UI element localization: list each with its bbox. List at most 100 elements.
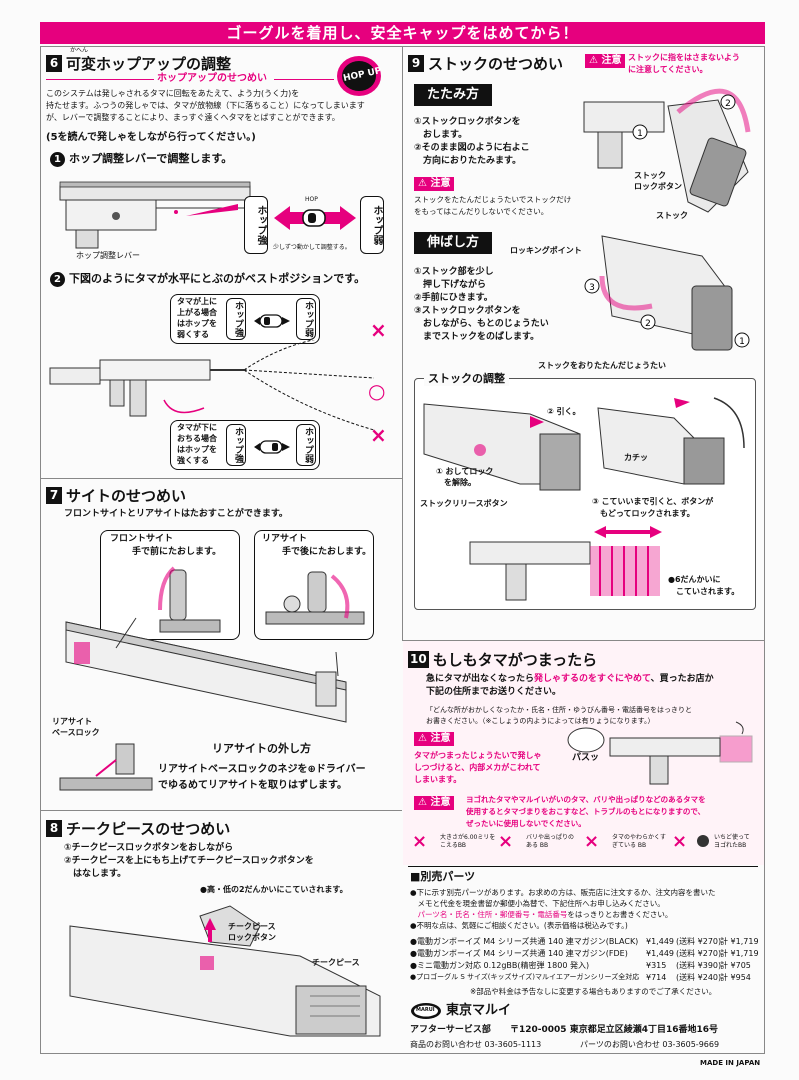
section-10-title: 10 もしもタマがつまったら (408, 649, 597, 670)
divider-7-8 (40, 810, 402, 811)
hop-up-case-text: タマが上に 上がる場合 はホップを 弱くする (177, 297, 217, 339)
section-8-title: 8 チークピースのせつめい (46, 818, 230, 839)
part-name: ●ミニ電動ガン対応 0.12gBB(精密弾 1800 発入) (410, 961, 590, 970)
part-total: 計 ¥1,719 (720, 937, 759, 946)
pink-rule (274, 79, 334, 80)
bad-bb-mark-1: × (412, 831, 428, 852)
part-total: 計 ¥1,719 (720, 949, 759, 958)
jam-caution-1: タマがつまったじょうたいで発しゃ (414, 751, 542, 760)
part-price: ¥1,449 (646, 937, 674, 946)
fold-step-1b: おします。 (414, 130, 468, 140)
fold-caution-badge: ⚠ 注意 (414, 177, 455, 191)
section-title-text: 可変ホップアップの調整 (66, 55, 232, 73)
cheek-piece-label: チークピース (312, 958, 360, 967)
case-up-strong: ホップ強 (226, 298, 246, 340)
parts-intro-3b: をはっきりとお書きください。 (567, 910, 673, 919)
section-6-title: 6 可変ホップアップの調整 (46, 53, 231, 74)
hop-note: (5を読んで発しゃをしながら行ってください。) (46, 132, 256, 143)
section-number: 10 (408, 651, 429, 668)
column-divider (402, 46, 403, 640)
locking-point-label: ロッキングポイント (510, 246, 582, 255)
case-up-lever-icon (254, 314, 290, 328)
section-number: 6 (46, 55, 62, 72)
jam-text-c: 、買ったお店か (650, 674, 714, 684)
mark-x-high: × (370, 318, 387, 342)
rear-sight-illustration (265, 571, 365, 625)
part-price: ¥714 (646, 973, 667, 982)
rifle-sight-illustration (65, 617, 347, 723)
jam-small-1: 「どんな所がおかしくなったか・氏名・住所・ゆうびん番号・電話番号をはっきりと (426, 706, 692, 714)
jam-caution-3: しまいます。 (414, 775, 462, 784)
jam-rifle-illustration (567, 721, 753, 785)
section-number: 9 (408, 55, 424, 72)
stock-click-label: カチッ (624, 453, 648, 462)
rear-sight-removal-1: リアサイトベースロックのネジを⊕ドライバー (158, 764, 366, 775)
jam-text-a: 急にタマが出なくなったら (426, 674, 535, 684)
company-name: 東京マルイ (446, 1003, 512, 1018)
stock-release-button-label: ストックリリースボタン (420, 499, 508, 508)
stock-lock-illustration (597, 397, 745, 485)
jam-text-1: 急にタマが出なくなったら発しゃするのをすぐにやめて、買ったお店か (426, 673, 714, 685)
hop-body-2: 持たせます。ふつうの発しゃでは、タマが放物線（下に落ちること）になってしまいます (46, 101, 365, 110)
parts-separator (408, 866, 758, 867)
jam-caution2-badge: ⚠ 注意 (414, 796, 455, 810)
stock-positions-1: ●6だんかいに (668, 575, 721, 584)
fold-step-2b: 方向におりたたみます。 (414, 156, 522, 166)
hop-body-1: このシステムは発しゃされるタマに回転をあたえて、よう力(うく力)を (46, 89, 300, 98)
part-name: ●電動ガンボーイズ M4 シリーズ共通 140 連マガジン(BLACK) (410, 937, 639, 946)
section-title-text: チークピースのせつめい (66, 820, 231, 838)
jam-caution2-3: ぜったいに使用しないでください。 (466, 819, 586, 828)
hop-lever-hop-text: HOP (305, 196, 318, 203)
jam-caution2-1: ヨゴれたタマやマルイいがいのタマ、バリや出っぱりなどのあるタマを (466, 795, 706, 804)
caution-label: 注意 (430, 178, 451, 189)
front-sight-illustration (158, 566, 221, 633)
ruby-kahen: かへん (70, 47, 89, 54)
bad-bb-2: バリや出っぱりのある BB (526, 834, 575, 849)
hop-step-1-text: ホップ調整レバーで調整します。 (69, 152, 233, 165)
hop-step-2: 2 下図のようにタマが水平にとぶのがベストポジションです。 (50, 271, 365, 287)
made-in-japan: MADE IN JAPAN (700, 1059, 761, 1067)
hop-up-subtitle: ホップアップのせつめい (157, 73, 267, 84)
part-total: 計 ¥705 (720, 961, 751, 970)
jam-pasu-text: パスッ (572, 753, 600, 763)
part-name: ●プロゴーグル S サイズ(キッズサイズ)マルイエアーガンシリーズ全対応 (410, 973, 640, 981)
rear-sight-removal-2: でゆるめてリアサイトを取りはずします。 (158, 780, 347, 791)
hop-body-3: が、レバーで調整することにより、まっすぐ遠くへタマをとばすことができます。 (46, 113, 340, 122)
svg-text:2: 2 (725, 99, 731, 109)
rear-sight-removal-title: リアサイトの外し方 (212, 742, 311, 755)
section-title-text: もしもタマがつまったら (432, 651, 598, 669)
section-7-title: 7 サイトのせつめい (46, 485, 186, 506)
bad-bb-3: タマのやわらかくすぎている BB (612, 834, 667, 849)
section-title-text: サイトのせつめい (66, 487, 187, 505)
jam-text-2: 下記の住所までお送りください。 (426, 687, 562, 697)
jam-text-b: 発しゃするのをすぐにやめて (534, 674, 651, 684)
caution-label: 注意 (430, 733, 451, 744)
stock-push-release: ① おしてロック を解除。 (436, 467, 494, 487)
extend-step-2: ②手前にひきます。 (414, 293, 493, 303)
divider-9-10 (402, 640, 765, 641)
case-down-strong: ホップ強 (226, 424, 246, 466)
part-name: ●電動ガンボーイズ M4 シリーズ共通 140 連マガジン(FDE) (410, 949, 628, 958)
stock-adjust-title: ストックの調整 (424, 372, 509, 386)
jam-small-2: お書きください。（※こしょうの内ようによっては有りょうになります。） (426, 717, 655, 725)
parts-title: ■別売パーツ (410, 870, 476, 883)
rear-sight-text: 手で後にたおします。 (282, 547, 372, 557)
svg-text:1: 1 (739, 337, 745, 347)
jam-caution-2: しつづけると、内部メカがこわれて (414, 763, 541, 772)
stock-pull-label: ② 引く。 (547, 407, 581, 416)
stock-caution-1: ストックに指をはさまないよう (628, 53, 740, 62)
stock-lock-text-2: もどってロックされます。 (592, 509, 695, 518)
folded-state-label: ストックをおりたたんだじょうたい (538, 361, 666, 370)
part-price: ¥1,449 (646, 949, 674, 958)
pink-rule (46, 79, 154, 80)
mark-x-low: × (370, 423, 387, 447)
part-total: 計 ¥954 (720, 973, 751, 982)
fold-caution-1: ストックをたたんだじょうたいでストックだけ (414, 195, 572, 204)
hop-down-case-text: タマが下に おちる場合 はホップを 強くする (177, 423, 217, 465)
fold-step-2: ②そのまま図のように右よこ (414, 143, 530, 153)
svg-text:3: 3 (589, 283, 595, 293)
section-9-title: 9 ストックのせつめい (408, 53, 563, 74)
dirty-bb-icon (697, 835, 709, 847)
hop-lever-name: ホップ調整レバー (76, 251, 140, 260)
